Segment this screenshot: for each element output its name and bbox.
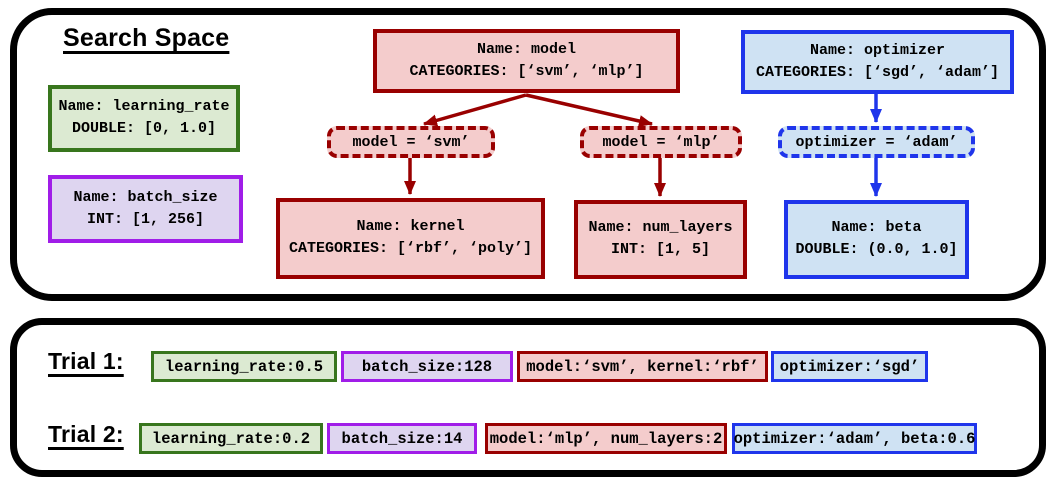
node-num-layers-range: INT: [1, 5] <box>610 241 711 258</box>
node-beta-range: DOUBLE: (0.0, 1.0] <box>795 241 958 258</box>
node-batch-size-range: INT: [1, 256] <box>86 210 205 228</box>
node-optimizer: Name: optimizer CATEGORIES: [‘sgd’, ‘ada… <box>741 30 1014 94</box>
node-batch-size: Name: batch_size INT: [1, 256] <box>48 175 243 243</box>
node-kernel-categories: CATEGORIES: [‘rbf’, ‘poly’] <box>288 240 533 257</box>
condition-model-svm-label: model = ‘svm’ <box>352 133 470 151</box>
node-optimizer-categories: CATEGORIES: [‘sgd’, ‘adam’] <box>755 63 1000 81</box>
node-model: Name: model CATEGORIES: [‘svm’, ‘mlp’] <box>373 29 680 93</box>
trial-1-label: Trial 1: <box>48 348 124 374</box>
trial-1-param-batch-size: batch_size:128 <box>341 351 513 382</box>
trial-2-param-learning-rate: learning_rate:0.2 <box>139 423 323 454</box>
trial-2-param-optimizer: optimizer:‘adam’, beta:0.6 <box>732 423 977 454</box>
node-num-layers: Name: num_layers INT: [1, 5] <box>574 200 747 279</box>
condition-optimizer-adam-label: optimizer = ‘adam’ <box>795 133 958 151</box>
trial-2-param-batch-size: batch_size:14 <box>327 423 477 454</box>
node-learning-rate-range: DOUBLE: [0, 1.0] <box>71 120 217 137</box>
node-model-name: Name: model <box>476 40 577 58</box>
node-num-layers-name: Name: num_layers <box>588 219 733 237</box>
node-optimizer-name: Name: optimizer <box>809 41 946 59</box>
trial-2-param-model: model:‘mlp’, num_layers:2 <box>485 423 727 454</box>
node-kernel-name: Name: kernel <box>356 218 465 236</box>
trial-1-param-model: model:‘svm’, kernel:‘rbf’ <box>517 351 768 382</box>
node-beta-name: Name: beta <box>831 219 922 237</box>
condition-model-mlp-label: model = ‘mlp’ <box>602 133 720 151</box>
node-model-categories: CATEGORIES: [‘svm’, ‘mlp’] <box>409 62 644 80</box>
node-kernel: Name: kernel CATEGORIES: [‘rbf’, ‘poly’] <box>276 198 545 279</box>
node-learning-rate: Name: learning_rate DOUBLE: [0, 1.0] <box>48 85 240 152</box>
node-beta: Name: beta DOUBLE: (0.0, 1.0] <box>784 200 969 279</box>
condition-model-svm: model = ‘svm’ <box>327 126 495 158</box>
condition-optimizer-adam: optimizer = ‘adam’ <box>778 126 975 158</box>
node-learning-rate-name: Name: learning_rate <box>58 98 230 116</box>
condition-model-mlp: model = ‘mlp’ <box>580 126 742 158</box>
trial-2-label: Trial 2: <box>48 421 124 447</box>
trial-1-param-optimizer: optimizer:‘sgd’ <box>771 351 928 382</box>
search-space-title: Search Space <box>63 24 230 52</box>
node-batch-size-name: Name: batch_size <box>73 188 218 206</box>
trial-1-param-learning-rate: learning_rate:0.5 <box>151 351 337 382</box>
